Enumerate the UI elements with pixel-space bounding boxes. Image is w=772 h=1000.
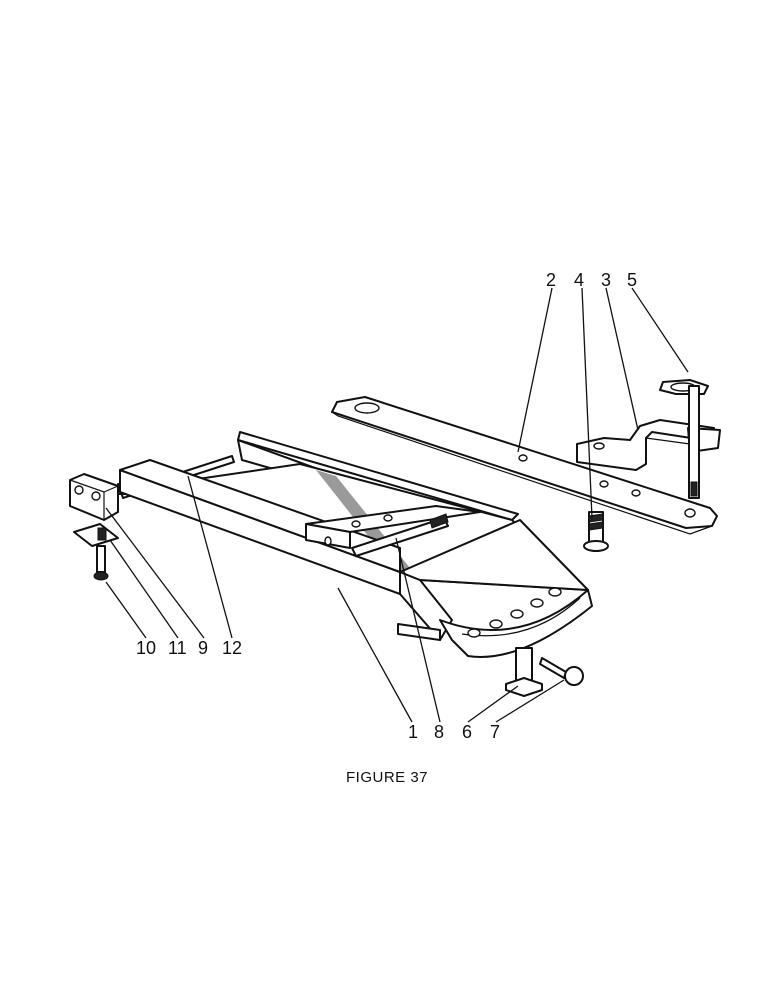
part-11-washer [73,523,119,547]
bar-slot [354,402,380,414]
callout-11: 11 [168,638,187,658]
callout-4: 4 [574,270,584,290]
callout-2: 2 [546,270,556,290]
callout-9: 9 [198,638,208,658]
part-7-linch-pin [539,657,584,686]
callout-10: 10 [136,638,156,658]
figure-caption: FIGURE 37 [346,769,428,786]
callout-3: 3 [601,270,611,290]
callout-labels: 2 4 3 5 10 11 9 12 1 8 6 7 [136,270,637,742]
part-1-main-frame [119,431,593,658]
leader-lines [105,287,689,723]
part-10-bolt [93,545,109,581]
part-5-locking-pin [659,379,709,499]
callout-6: 6 [462,722,472,742]
callout-12: 12 [222,638,242,658]
callout-1: 1 [408,722,418,742]
part-6-hitch-pin [505,647,543,697]
part-4-bolt [583,511,609,552]
part-2-flat-bar [331,396,718,535]
callout-7: 7 [490,722,500,742]
callout-8: 8 [434,722,444,742]
callout-5: 5 [627,270,637,290]
